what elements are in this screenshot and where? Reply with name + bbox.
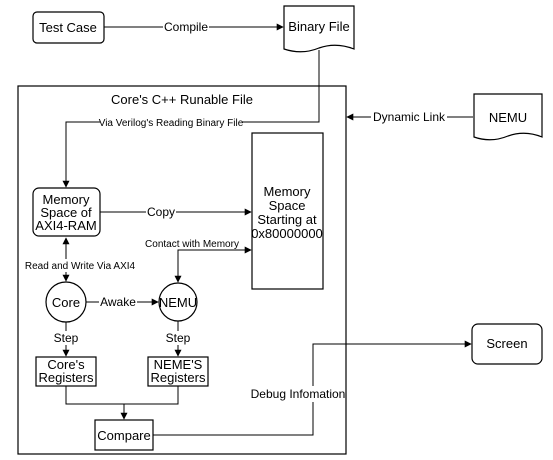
core-registers-line: Registers xyxy=(39,370,94,385)
dynamic-link-label-bg xyxy=(371,109,447,125)
nemu-document-node xyxy=(473,93,543,141)
copy-label-bg xyxy=(146,204,176,220)
memory-space-line: 0x80000000 xyxy=(251,226,323,241)
step-nemu-label: Step xyxy=(166,331,191,345)
binary-file-node xyxy=(283,5,355,53)
dynamic-link-label: Dynamic Link xyxy=(373,110,446,124)
nemu-circle-label: NEMU xyxy=(159,295,197,310)
edge-core-registers-compare xyxy=(65,386,124,405)
screen-node xyxy=(471,323,543,365)
via-verilog-label-bg xyxy=(100,115,242,129)
debug-info-label-bg xyxy=(251,386,345,402)
core-label: Core xyxy=(52,295,80,310)
core-registers-line: Core's xyxy=(47,357,85,372)
memory-axi-line: AXI4-RAM xyxy=(35,218,96,233)
test-case-label: Test Case xyxy=(39,20,97,35)
compile-label-bg xyxy=(163,19,209,35)
step-core-label: Step xyxy=(54,331,79,345)
read-write-label: Read and Write Via AXI4 xyxy=(25,261,136,272)
contact-memory-label: Contact with Memory xyxy=(145,239,239,250)
memory-axi-line: Space of xyxy=(40,205,92,220)
nemu-document-label: NEMU xyxy=(489,110,527,125)
edge-contact-memory xyxy=(174,246,252,283)
neme-registers-line: NEME'S xyxy=(154,357,203,372)
memory-space-line: Space xyxy=(269,198,306,213)
neme-registers-node xyxy=(147,356,209,387)
copy-label: Copy xyxy=(147,205,175,219)
binary-file-label: Binary File xyxy=(288,19,349,34)
read-write-label-bg xyxy=(21,259,141,272)
neme-registers-line: Registers xyxy=(151,370,206,385)
memory-space-line: Starting at xyxy=(257,212,317,227)
step-core-label-bg xyxy=(52,331,80,345)
awake-label-bg xyxy=(99,294,137,310)
memory-space-line: Memory xyxy=(264,184,311,199)
memory-space-node xyxy=(251,132,324,290)
screen-label: Screen xyxy=(486,336,527,351)
container-title: Core's C++ Runable File xyxy=(111,92,253,107)
compile-label: Compile xyxy=(164,20,208,34)
awake-label: Awake xyxy=(100,295,136,309)
memory-axi-line: Memory xyxy=(43,192,90,207)
edge-neme-registers-compare xyxy=(124,386,179,405)
via-verilog-label: Via Verilog's Reading Binary File xyxy=(99,118,244,129)
compare-label: Compare xyxy=(97,428,150,443)
debug-info-label: Debug Infomation xyxy=(251,387,346,401)
step-nemu-label-bg xyxy=(164,331,192,345)
